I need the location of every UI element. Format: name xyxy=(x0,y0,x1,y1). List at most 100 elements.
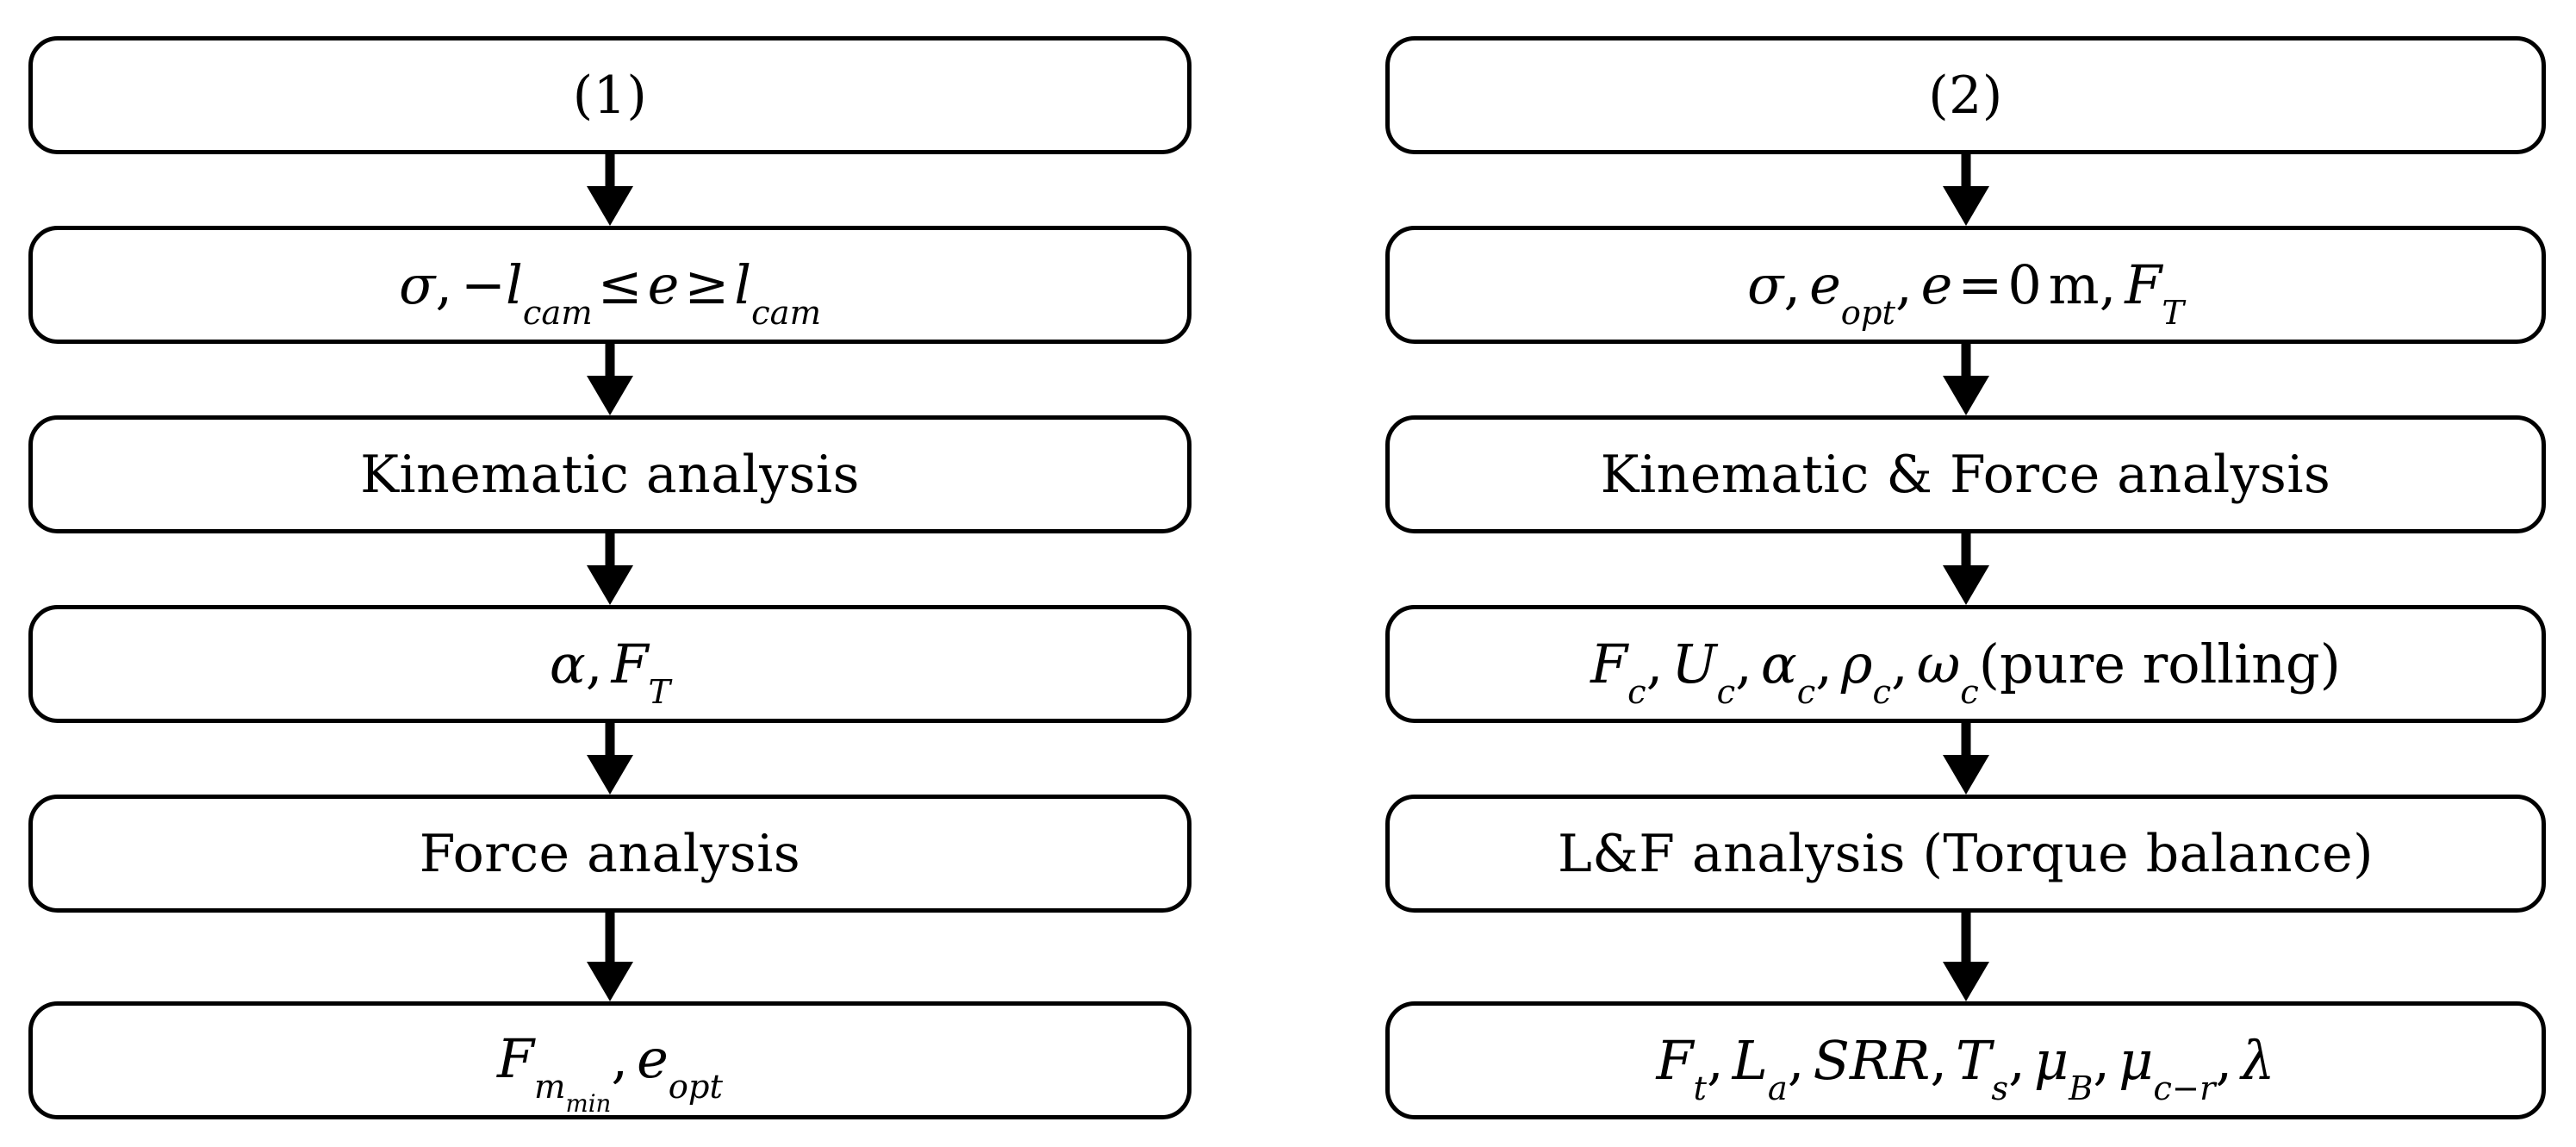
arrow-shaft xyxy=(605,723,615,757)
var-F: F xyxy=(2125,252,2162,316)
arrow-head-icon xyxy=(1942,565,1989,605)
arrow-shaft xyxy=(1961,344,1970,378)
comma-2: , xyxy=(1895,252,1913,316)
arrow-shaft xyxy=(605,344,615,378)
node-c2-contact-params-label: Fc,Uc,αc,ρc,ωc(pure rolling) xyxy=(1590,637,2341,708)
var-L: L xyxy=(1732,1028,1768,1092)
node-c2-header-label: (2) xyxy=(1928,65,2003,126)
comma: , xyxy=(1783,252,1801,316)
subscript-t: t xyxy=(1693,1069,1707,1108)
var-U: U xyxy=(1671,632,1717,695)
equals-symbol: = xyxy=(1957,252,2003,316)
arrow-shaft xyxy=(1961,723,1970,757)
arrow-head-icon xyxy=(1942,962,1989,1001)
var-e: e xyxy=(1809,252,1841,316)
node-c2-kinematic-force-analysis-label: Kinematic & Force analysis xyxy=(1600,444,2331,505)
comma-2: , xyxy=(1787,1028,1805,1092)
node-c1-outputs[interactable]: Fmmin,eopt xyxy=(28,1001,1192,1119)
comma: , xyxy=(611,1026,629,1090)
arrow-shaft xyxy=(1961,533,1970,568)
node-c2-outputs-label: Ft,La,SRR,Ts,μB,μc−r,λ xyxy=(1656,1033,2274,1105)
arrow-shaft xyxy=(605,154,615,189)
arrow-head-icon xyxy=(1942,186,1989,226)
subscript-c-4: c xyxy=(1872,672,1891,712)
subscript-opt: opt xyxy=(668,1068,723,1107)
alpha-symbol: α xyxy=(549,632,586,695)
comma-3: , xyxy=(1815,632,1832,695)
sigma-symbol: σ xyxy=(1747,252,1784,316)
subscript-cam: cam xyxy=(522,293,593,333)
arrow-head-icon xyxy=(1942,755,1989,795)
subscript-a: a xyxy=(1767,1069,1788,1108)
node-c1-force-analysis-label: Force analysis xyxy=(419,823,801,884)
comma-4: , xyxy=(1890,632,1908,695)
subscript-c-minus-r: c−r xyxy=(2153,1069,2216,1108)
var-l-2: l xyxy=(734,252,752,316)
connector-c1-a1 xyxy=(584,154,636,226)
node-c2-lf-analysis[interactable]: L&F analysis (Torque balance) xyxy=(1385,795,2546,913)
arrow-head-icon xyxy=(587,376,633,415)
note-pure-rolling: (pure rolling) xyxy=(1978,632,2341,695)
node-c1-outputs-label: Fmmin,eopt xyxy=(497,1032,723,1115)
comma: , xyxy=(1706,1028,1724,1092)
node-c1-alpha-ft-label: α,FT xyxy=(550,637,670,708)
var-SRR: SRR xyxy=(1813,1028,1931,1092)
comma-5: , xyxy=(2093,1028,2111,1092)
value-zero: 0 xyxy=(2007,252,2042,316)
node-c2-outputs[interactable]: Ft,La,SRR,Ts,μB,μc−r,λ xyxy=(1385,1001,2546,1119)
node-c1-force-analysis[interactable]: Force analysis xyxy=(28,795,1192,913)
node-c1-kinematic-analysis[interactable]: Kinematic analysis xyxy=(28,415,1192,533)
subscript-c: c xyxy=(1627,672,1646,712)
comma: , xyxy=(435,252,453,316)
var-F: F xyxy=(611,632,649,695)
arrow-head-icon xyxy=(587,565,633,605)
arrow-shaft xyxy=(605,913,615,964)
node-c2-kinematic-force-analysis[interactable]: Kinematic & Force analysis xyxy=(1385,415,2546,533)
subscript-m-min: mmin xyxy=(534,1068,611,1115)
var-F: F xyxy=(1656,1028,1694,1092)
var-l: l xyxy=(505,252,523,316)
node-c2-contact-params[interactable]: Fc,Uc,αc,ρc,ωc(pure rolling) xyxy=(1385,605,2546,723)
node-c1-alpha-ft[interactable]: α,FT xyxy=(28,605,1192,723)
unit-meter: m xyxy=(2048,252,2100,316)
connector-c1-a3 xyxy=(584,533,636,605)
node-c2-lf-analysis-label: L&F analysis (Torque balance) xyxy=(1557,823,2374,884)
connector-c2-a4 xyxy=(1940,723,1992,795)
sigma-symbol: σ xyxy=(398,252,436,316)
var-F: F xyxy=(497,1026,535,1090)
node-c1-header-label: (1) xyxy=(572,65,648,126)
var-F: F xyxy=(1590,632,1628,695)
node-c1-kinematic-analysis-label: Kinematic analysis xyxy=(360,444,860,505)
comma-2: , xyxy=(1735,632,1752,695)
subscript-B: B xyxy=(2069,1069,2094,1108)
node-c1-inputs[interactable]: σ,−lcam≤e≥lcam xyxy=(28,226,1192,344)
geq-symbol: ≥ xyxy=(684,252,730,316)
arrow-head-icon xyxy=(587,962,633,1001)
node-c1-header[interactable]: (1) xyxy=(28,36,1192,154)
comma-3: , xyxy=(2099,252,2117,316)
arrow-shaft xyxy=(1961,913,1970,964)
connector-c1-a5 xyxy=(584,913,636,1001)
mu-symbol-2: μ xyxy=(2119,1028,2154,1092)
node-c1-inputs-label: σ,−lcam≤e≥lcam xyxy=(399,258,821,329)
subscript-min: min xyxy=(565,1088,612,1118)
connector-c2-a3 xyxy=(1940,533,1992,605)
connector-c1-a2 xyxy=(584,344,636,415)
omega-symbol: ω xyxy=(1916,632,1961,695)
connector-c2-a1 xyxy=(1940,154,1992,226)
subscript-T: T xyxy=(648,672,671,712)
subscript-c-3: c xyxy=(1796,672,1816,712)
node-c2-header[interactable]: (2) xyxy=(1385,36,2546,154)
alpha-symbol: α xyxy=(1760,632,1797,695)
subscript-s: s xyxy=(1991,1069,2009,1108)
var-m: m xyxy=(534,1068,566,1107)
connector-c2-a5 xyxy=(1940,913,1992,1001)
comma: , xyxy=(585,632,603,695)
comma-6: , xyxy=(2215,1028,2233,1092)
var-e-2: e xyxy=(1920,252,1953,316)
arrow-shaft xyxy=(1961,154,1970,189)
subscript-opt: opt xyxy=(1840,293,1895,333)
